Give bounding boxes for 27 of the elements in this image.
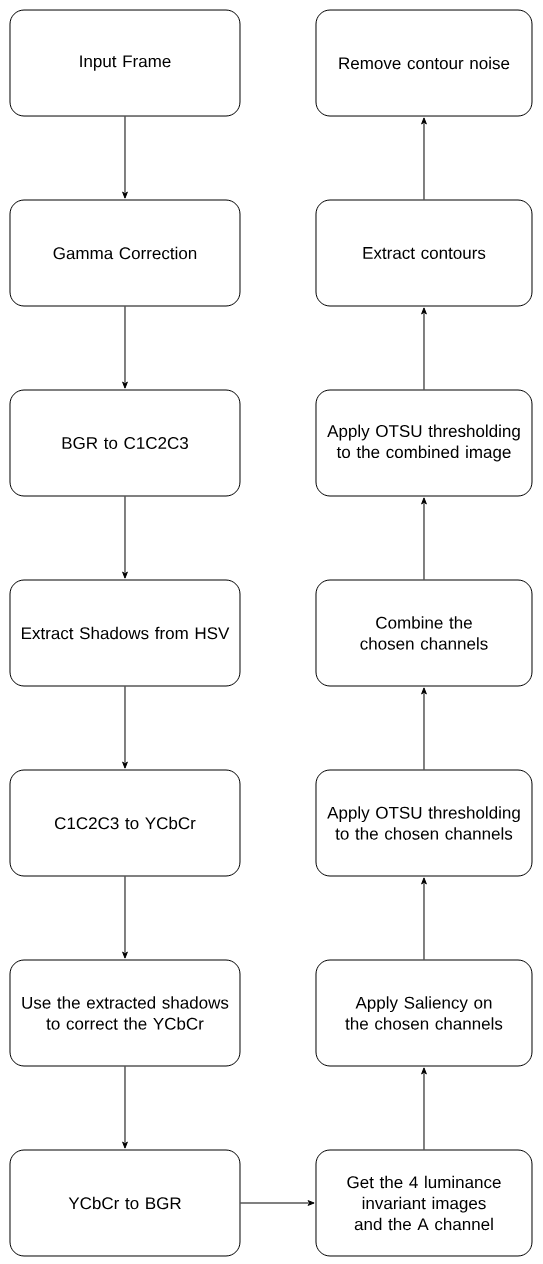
arrow [421, 307, 427, 390]
arrow [122, 116, 128, 199]
process-box: Input Frame [9, 9, 241, 117]
arrow [122, 496, 128, 579]
process-box: Combine the chosen channels [315, 579, 533, 687]
process-box: Get the 4 luminance invariant images and the A channel [315, 1149, 533, 1257]
process-box: C1C2C3 to YCbCr [9, 769, 241, 877]
arrow [122, 1066, 128, 1149]
arrow [421, 1067, 427, 1150]
process-box: Apply OTSU thresholding to the chosen channels [315, 769, 533, 877]
arrow [122, 876, 128, 959]
process-box: Gamma Correction [9, 199, 241, 307]
process-box: Extract contours [315, 199, 533, 307]
process-box: Remove contour noise [315, 9, 533, 117]
arrow [421, 497, 427, 580]
process-box: Use the extracted shadows to correct the YCbCr [9, 959, 241, 1067]
arrow [421, 877, 427, 960]
arrow [421, 687, 427, 770]
process-box: Extract Shadows from HSV [9, 579, 241, 687]
arrow [421, 117, 427, 200]
process-box: YCbCr to BGR [9, 1149, 241, 1257]
process-box: Apply Saliency on the chosen channels [315, 959, 533, 1067]
arrow [122, 686, 128, 769]
process-box: Apply OTSU thresholding to the combined image [315, 389, 533, 497]
arrow [122, 306, 128, 389]
arrow [240, 1200, 315, 1206]
process-box: BGR to C1C2C3 [9, 389, 241, 497]
